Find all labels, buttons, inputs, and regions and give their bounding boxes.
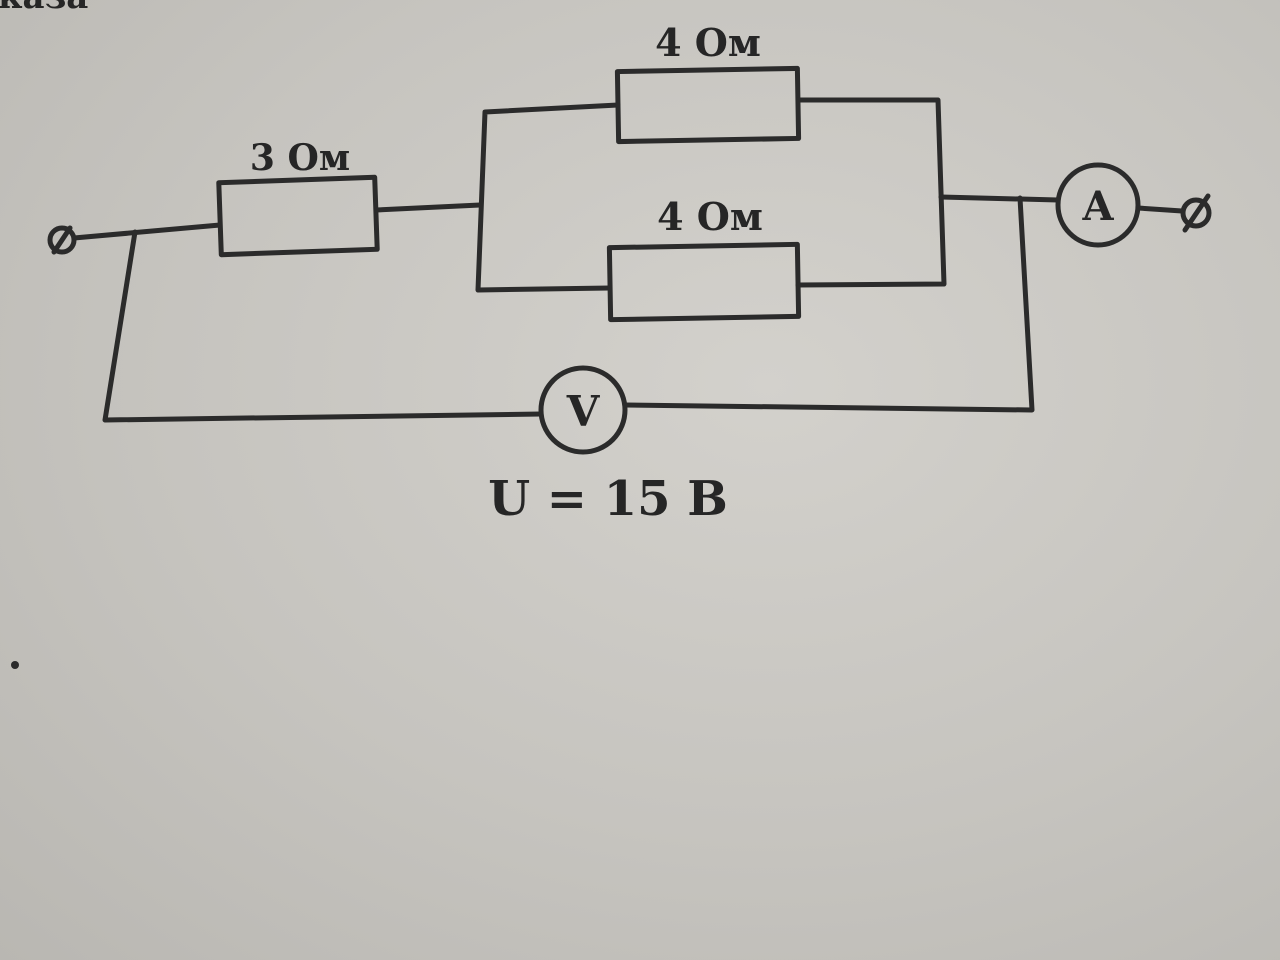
resistor-label: 3 Ом xyxy=(250,137,350,179)
resistor-label: 4 Ом xyxy=(655,20,761,65)
wire xyxy=(475,102,621,293)
wire xyxy=(1135,205,1185,214)
resistor-3-ohm xyxy=(216,174,380,258)
dot-mark xyxy=(11,661,19,669)
right-terminal xyxy=(1180,193,1212,233)
voltage-label: U = 15 В xyxy=(488,471,728,527)
resistor-4-ohm-top xyxy=(614,65,802,145)
wire xyxy=(102,229,544,423)
ammeter: A xyxy=(1055,162,1141,248)
ammeter-symbol: A xyxy=(1081,183,1114,230)
wire xyxy=(622,195,1035,413)
left-terminal xyxy=(47,225,77,255)
resistor-label: 4 Ом xyxy=(657,194,763,239)
wire xyxy=(71,222,223,241)
wire xyxy=(938,194,1061,203)
wire xyxy=(373,202,483,213)
voltmeter: V xyxy=(538,365,628,455)
resistor-4-ohm-bottom xyxy=(606,241,802,323)
wire xyxy=(795,97,947,288)
page-fragment-text: каза xyxy=(0,0,88,17)
voltmeter-symbol: V xyxy=(566,387,601,436)
